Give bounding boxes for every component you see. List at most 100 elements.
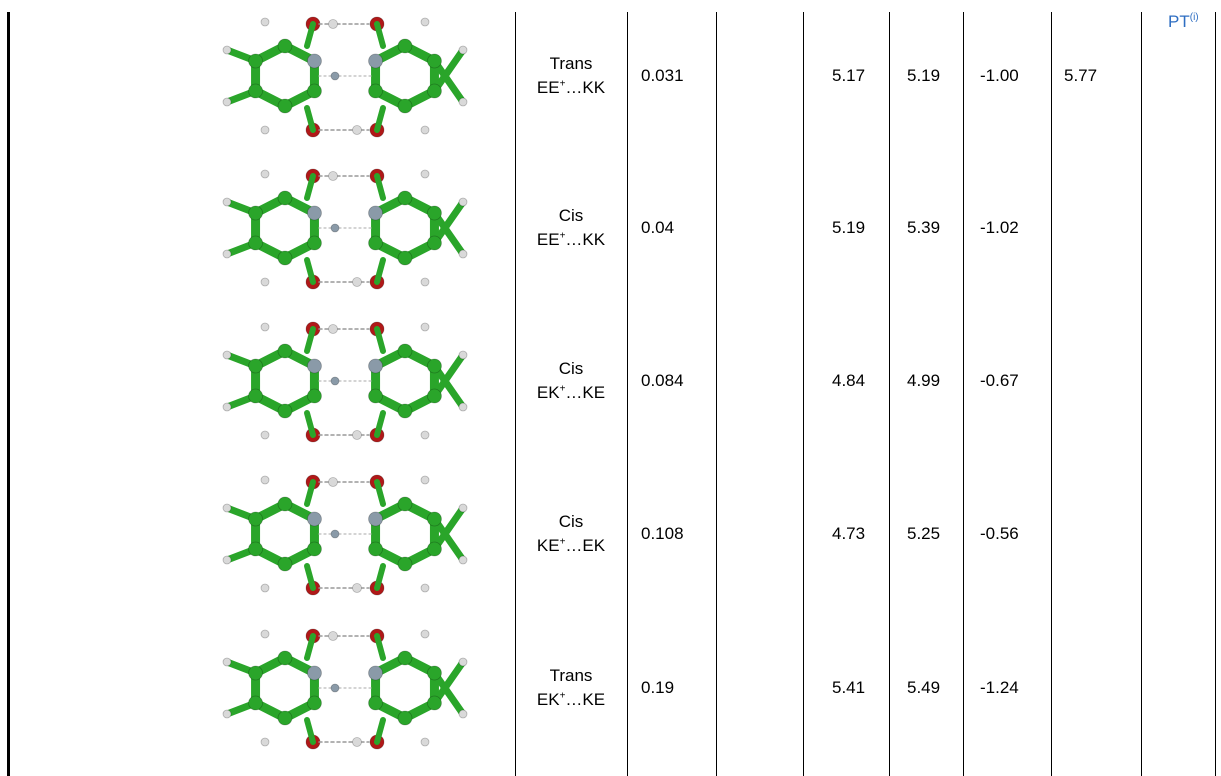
note-link[interactable]: PT(i) [1168, 12, 1199, 31]
column-divider [1051, 12, 1052, 776]
configuration-type: Cis [558, 512, 584, 531]
hydrogen-atom [222, 657, 232, 667]
carbon-atom [397, 556, 413, 572]
hydrogen-atom [458, 657, 468, 667]
hydrogen-atom [420, 277, 430, 287]
table-row: Cis EK+…KE 0.084 4.84 4.99 -0.67 [0, 305, 1221, 457]
carbon-atom [248, 83, 263, 99]
energy-value: 0.084 [641, 371, 684, 390]
hydrogen-atom [328, 324, 338, 334]
hydrogen-atom [260, 629, 270, 639]
molecule-dimer-image [222, 16, 468, 138]
carbon-atom [277, 343, 293, 359]
bond [374, 173, 386, 201]
bond [374, 717, 386, 745]
carbon-atom [368, 83, 383, 99]
nitrogen-atom [368, 53, 383, 69]
carbon-atom [397, 496, 413, 512]
bond [374, 257, 386, 285]
bond [430, 46, 467, 95]
hydrogen-atom [330, 529, 340, 539]
table-row: Cis KE+…EK 0.108 4.73 5.25 -0.56 [0, 458, 1221, 610]
value-column-2: 4.99 [907, 371, 941, 390]
hydrogen-atom [328, 631, 338, 641]
bond [430, 57, 467, 106]
hydrogen-atom [222, 503, 232, 513]
value-column-1: 5.19 [832, 218, 866, 237]
hydrogen-atom [330, 683, 340, 693]
carbon-atom [307, 541, 322, 557]
carbon-atom [397, 98, 413, 114]
value-column-1: 4.84 [832, 371, 866, 390]
hydrogen-atom [260, 583, 270, 593]
carbon-atom [277, 250, 293, 266]
energy-value: 0.031 [641, 66, 684, 85]
carbon-atom [397, 343, 413, 359]
hydrogen-atom [260, 17, 270, 27]
energy-value: 0.108 [641, 524, 684, 543]
carbon-atom [427, 541, 442, 557]
nitrogen-atom [307, 665, 322, 681]
nitrogen-atom [307, 358, 322, 374]
configuration-type: Cis [558, 206, 584, 225]
carbon-atom [427, 235, 442, 251]
hydrogen-atom [222, 350, 232, 360]
carbon-atom [248, 665, 263, 681]
hydrogen-atom [420, 17, 430, 27]
bond [374, 563, 386, 591]
molecule-dimer-image [222, 628, 468, 750]
configuration-label: Trans EK+…KE [519, 612, 623, 764]
tautomer-pair: EE+…KK [536, 230, 606, 249]
table-row: Trans EE+…KK 0.031 5.17 5.19 -1.00 5.77 … [0, 0, 1221, 152]
tautomer-pair: EE+…KK [536, 78, 606, 97]
hydrogen-atom [260, 475, 270, 485]
tautomer-pair: EK+…KE [536, 383, 606, 402]
column-divider [1215, 12, 1216, 776]
carbon-atom [427, 388, 442, 404]
hydrogen-atom [330, 376, 340, 386]
configuration-label: Cis EE+…KK [519, 152, 623, 304]
carbon-atom [397, 190, 413, 206]
carbon-atom [277, 556, 293, 572]
bond [304, 563, 316, 591]
hydrogen-atom [420, 169, 430, 179]
hydrogen-atom [260, 169, 270, 179]
carbon-atom [248, 235, 263, 251]
column-divider [1141, 12, 1142, 776]
bond [430, 515, 467, 564]
energy-value: 0.19 [641, 678, 675, 697]
carbon-atom [397, 403, 413, 419]
hydrogen-atom [260, 125, 270, 135]
value-column-3: -0.56 [980, 524, 1019, 543]
hydrogen-atom [420, 737, 430, 747]
carbon-atom [427, 205, 442, 221]
carbon-atom [277, 650, 293, 666]
value-column-3: -1.24 [980, 678, 1019, 697]
carbon-atom [248, 53, 263, 69]
value-column-2: 5.39 [907, 218, 941, 237]
value-column-1: 5.41 [832, 678, 866, 697]
hydrogen-atom [458, 197, 468, 207]
value-column-3: -1.02 [980, 218, 1019, 237]
nitrogen-atom [307, 53, 322, 69]
molecule-dimer-image [222, 474, 468, 596]
hydrogen-atom [420, 430, 430, 440]
hydrogen-atom [420, 583, 430, 593]
nitrogen-atom [307, 205, 322, 221]
hydrogen-atom [352, 737, 362, 747]
carbon-atom [277, 98, 293, 114]
bond [374, 21, 386, 49]
bond [374, 410, 386, 438]
carbon-atom [248, 695, 263, 711]
hydrogen-atom [458, 709, 468, 719]
tautomer-pair: EK+…KE [536, 690, 606, 709]
column-divider [803, 12, 804, 776]
bond [430, 669, 467, 718]
carbon-atom [368, 541, 383, 557]
hydrogen-atom [328, 477, 338, 487]
bond [304, 21, 316, 49]
hydrogen-atom [222, 249, 232, 259]
tautomer-pair: KE+…EK [536, 536, 606, 555]
hydrogen-atom [260, 277, 270, 287]
hydrogen-atom [420, 475, 430, 485]
